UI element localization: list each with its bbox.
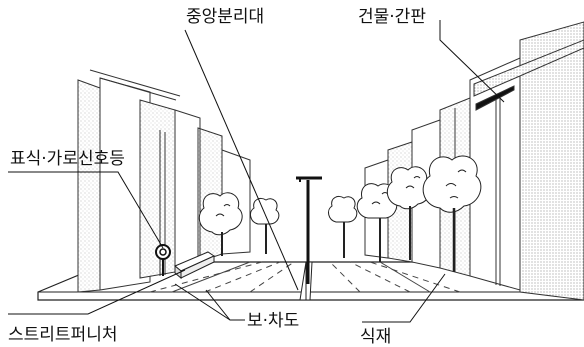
label-street-furniture: 스트리트퍼니처 bbox=[8, 325, 117, 345]
leader-planting bbox=[362, 273, 446, 323]
leader-street-furniture bbox=[8, 269, 186, 315]
label-median: 중앙분리대 bbox=[186, 7, 264, 27]
right-buildings bbox=[364, 21, 584, 301]
leader-signal bbox=[8, 171, 164, 249]
tree bbox=[250, 197, 280, 254]
label-road: 보·차도 bbox=[247, 311, 299, 331]
label-planting: 식재 bbox=[360, 327, 391, 347]
tree bbox=[328, 195, 358, 258]
leader-median bbox=[184, 29, 299, 291]
tree bbox=[422, 155, 482, 272]
label-signal: 표식·가로신호등 bbox=[10, 149, 125, 169]
streetlight bbox=[296, 176, 322, 284]
leader-lines bbox=[8, 20, 505, 323]
leader-building-sign bbox=[439, 20, 505, 103]
road-markings bbox=[149, 261, 461, 293]
trees bbox=[198, 155, 482, 272]
bench bbox=[174, 251, 216, 280]
signal-post bbox=[155, 244, 171, 276]
tree bbox=[198, 192, 243, 256]
tree bbox=[386, 166, 431, 260]
leader-road-b bbox=[174, 283, 231, 321]
label-building-sign: 건물·간판 bbox=[358, 7, 426, 27]
